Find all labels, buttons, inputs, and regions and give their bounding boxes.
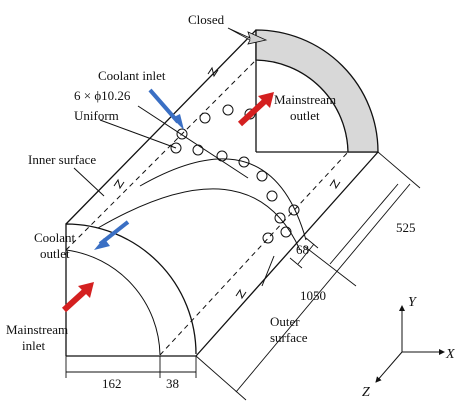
coolant-outlet-arrowhead-icon [94, 238, 110, 250]
uniform-label: Uniform [74, 108, 119, 123]
hole [280, 226, 292, 238]
axis-x-label: X [445, 347, 455, 362]
mainstream-inlet-arrowhead-icon [78, 282, 94, 298]
hole [222, 104, 234, 116]
dimension-lines [65, 151, 421, 401]
hole [238, 156, 250, 168]
dim-wall-thickness: 38 [166, 376, 179, 391]
hole [170, 142, 182, 154]
coolant-inlet-arrowhead-icon [172, 114, 184, 130]
closed-arrow-icon [227, 27, 268, 45]
mainstream-inlet-label-2: inlet [22, 338, 45, 353]
coolant-holes [170, 104, 300, 244]
closed-label: Closed [188, 12, 225, 27]
outer-surface-arc [97, 188, 301, 251]
coolant-inlet-arrow-icon [148, 88, 180, 124]
hole [199, 112, 211, 124]
mainstream-outlet-label-2: outlet [290, 108, 320, 123]
hole [288, 204, 300, 216]
hole-spec-leader [137, 105, 249, 179]
mid-surface-arc [139, 158, 307, 241]
hole [256, 170, 268, 182]
dim-inner-radius: 162 [102, 376, 122, 391]
outer-surface-label-1: Outer [270, 314, 300, 329]
front-inner-arc [65, 249, 161, 356]
dimension-values: 162 38 1050 525 68 [102, 220, 416, 391]
break-marks [113, 66, 341, 300]
hidden-inner-bottom [159, 151, 349, 356]
mainstream-outlet-arrowhead-icon [258, 92, 274, 108]
inner-surface-leader [73, 167, 105, 197]
closed-face [255, 29, 379, 153]
axis-z-label: Z [362, 385, 370, 400]
mainstream-outlet-arrow-icon [237, 97, 269, 127]
hole [274, 212, 286, 224]
hole [176, 128, 188, 140]
coordinate-axes: Y X Z [362, 295, 455, 400]
hole [266, 190, 278, 202]
bottom-right-edge [195, 151, 379, 357]
axis-y-label: Y [408, 295, 418, 310]
uniform-leader [99, 119, 177, 149]
hole-spec-label: 6 × ϕ10.26 [74, 88, 131, 103]
hole [216, 150, 228, 162]
dim-length: 1050 [300, 288, 326, 303]
inner-surface-label: Inner surface [28, 152, 96, 167]
outer-surface-leader [261, 255, 275, 287]
mainstream-outlet-label-1: Mainstream [274, 92, 336, 107]
leader-lines [73, 105, 275, 287]
z-axis [375, 351, 403, 383]
coolant-outlet-label-1: Coolant [34, 230, 76, 245]
coolant-outlet-label-2: outlet [40, 246, 70, 261]
coolant-inlet-label: Coolant inlet [98, 68, 166, 83]
text-labels: Closed Coolant inlet 6 × ϕ10.26 Uniform … [6, 12, 336, 353]
top-left-edge [65, 29, 257, 225]
flow-arrows [61, 27, 274, 313]
dim-hole-offset: 68 [296, 242, 309, 257]
front-outer-arc [65, 223, 197, 356]
dim-mid-length: 525 [396, 220, 416, 235]
outer-surface-label-2: surface [270, 330, 308, 345]
hole [192, 144, 204, 156]
hole [262, 232, 274, 244]
mainstream-inlet-label-1: Mainstream [6, 322, 68, 337]
mainstream-inlet-arrow-icon [61, 287, 89, 313]
